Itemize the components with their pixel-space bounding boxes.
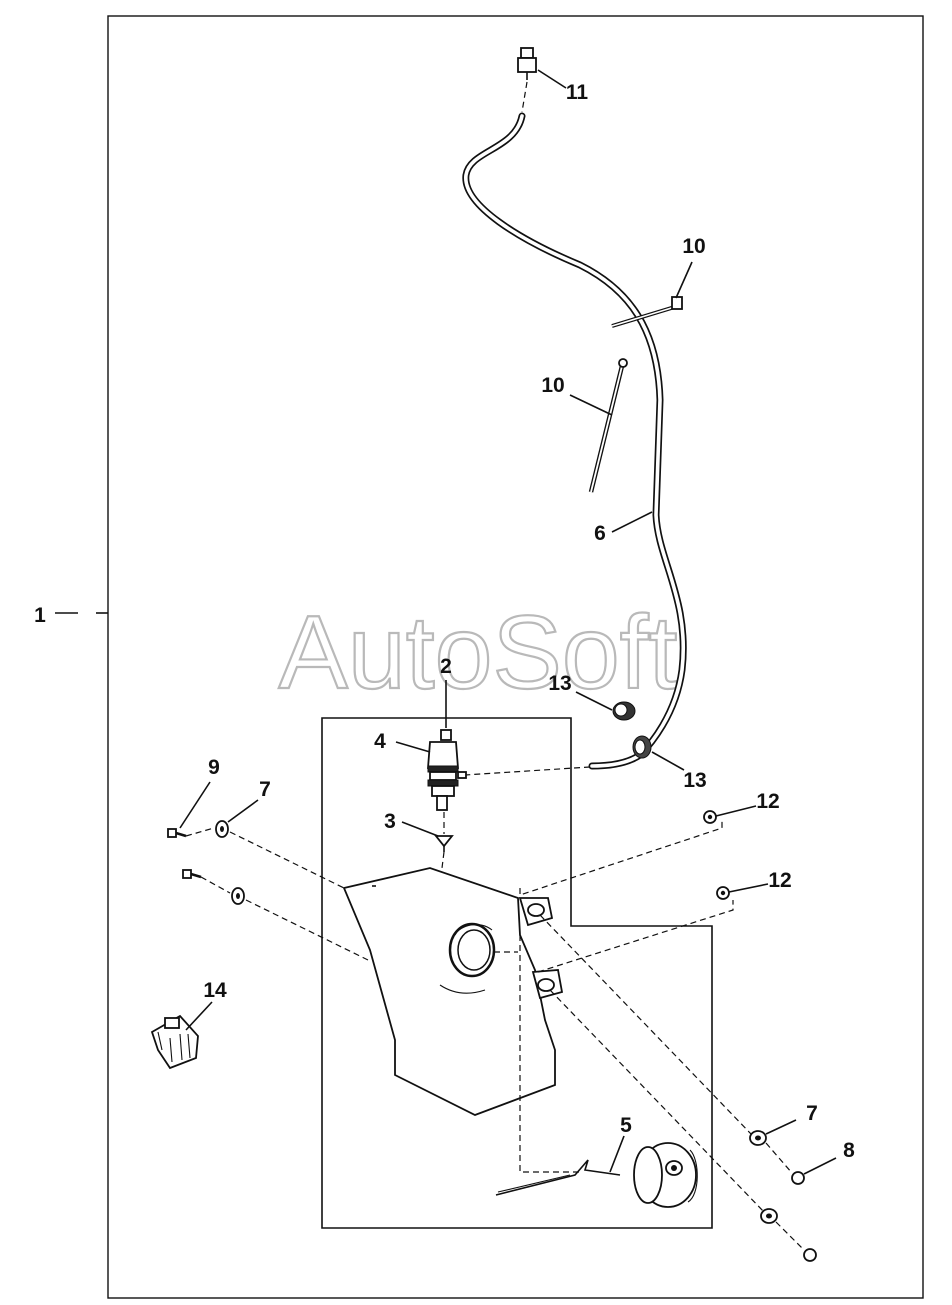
washer-pump-part [427, 729, 467, 811]
leader-line [227, 799, 259, 823]
leader-line [185, 1001, 213, 1031]
callout-11: 11 [566, 81, 589, 104]
callout-8: 8 [843, 1139, 855, 1162]
bolt-dash [185, 827, 215, 837]
bolt-part [167, 828, 187, 838]
watermark: AutoSoft [279, 595, 678, 711]
bolt-part [182, 869, 202, 879]
hose-to-pump-dash [464, 766, 591, 776]
bolt-dash [200, 876, 231, 894]
leader-line [803, 1157, 837, 1175]
callout-14: 14 [203, 979, 227, 1002]
callout-9: 9 [208, 756, 220, 779]
callout-12: 12 [768, 869, 791, 892]
callout-6: 6 [594, 522, 606, 545]
tab-dash [539, 914, 753, 1136]
pump-seal-part [434, 835, 454, 852]
leader-line [575, 691, 613, 711]
callout-10: 10 [682, 235, 705, 258]
filler-cap-part [495, 1142, 698, 1208]
clip-nut-part [703, 810, 717, 824]
connector-dash [521, 81, 528, 113]
leader-line [401, 821, 439, 837]
callout-7: 7 [806, 1102, 818, 1125]
callout-13: 13 [683, 769, 706, 792]
reservoir-tank [342, 867, 556, 1116]
leader-line [179, 781, 211, 829]
callout-12: 12 [756, 790, 779, 813]
clip-dash [519, 820, 723, 896]
washer-part [749, 1130, 767, 1146]
leader-line [395, 741, 431, 753]
callout-1: 1 [34, 604, 46, 627]
callout-5: 5 [620, 1114, 632, 1137]
callout-4: 4 [374, 730, 386, 753]
hose-end [590, 753, 642, 768]
callout-3: 3 [384, 810, 396, 833]
leader-line [537, 69, 567, 89]
subassembly-frame [321, 717, 713, 1229]
washer-bolt-dash [775, 1221, 805, 1251]
tab-dash [549, 989, 766, 1214]
leader-line [651, 751, 685, 771]
leader-line [611, 511, 653, 533]
washer-part [231, 887, 245, 905]
cable-tie-part [588, 358, 628, 493]
mounting-tab-upper [518, 897, 554, 927]
leader-line [609, 1135, 625, 1173]
callout-7: 7 [259, 778, 271, 801]
washer-part [215, 820, 229, 838]
seal-dash [441, 851, 445, 869]
cable-tie-part [611, 296, 683, 328]
washer-part [760, 1208, 778, 1224]
outer-frame [107, 15, 924, 1299]
washer-hose [464, 114, 685, 757]
clip-dash [537, 900, 734, 973]
washer-bolt-dash [765, 1142, 793, 1174]
leader-line [569, 394, 613, 416]
callout-10: 10 [541, 374, 564, 397]
grommet-part [632, 735, 652, 759]
washer-to-tank-dash [245, 899, 369, 961]
mounting-tab-lower [531, 969, 564, 1000]
bolt-head-part [803, 1248, 817, 1262]
leader-line [728, 883, 769, 893]
connector-part [517, 47, 537, 80]
washer-to-tank-dash [229, 831, 345, 889]
callout-13: 13 [548, 672, 571, 695]
clip-nut-part [716, 886, 730, 900]
callout-2: 2 [440, 655, 452, 678]
leader-line [675, 261, 693, 299]
grommet-part [612, 701, 636, 721]
leader-line [765, 1119, 797, 1135]
bolt-head-part [791, 1171, 805, 1185]
leader-line [715, 805, 757, 817]
